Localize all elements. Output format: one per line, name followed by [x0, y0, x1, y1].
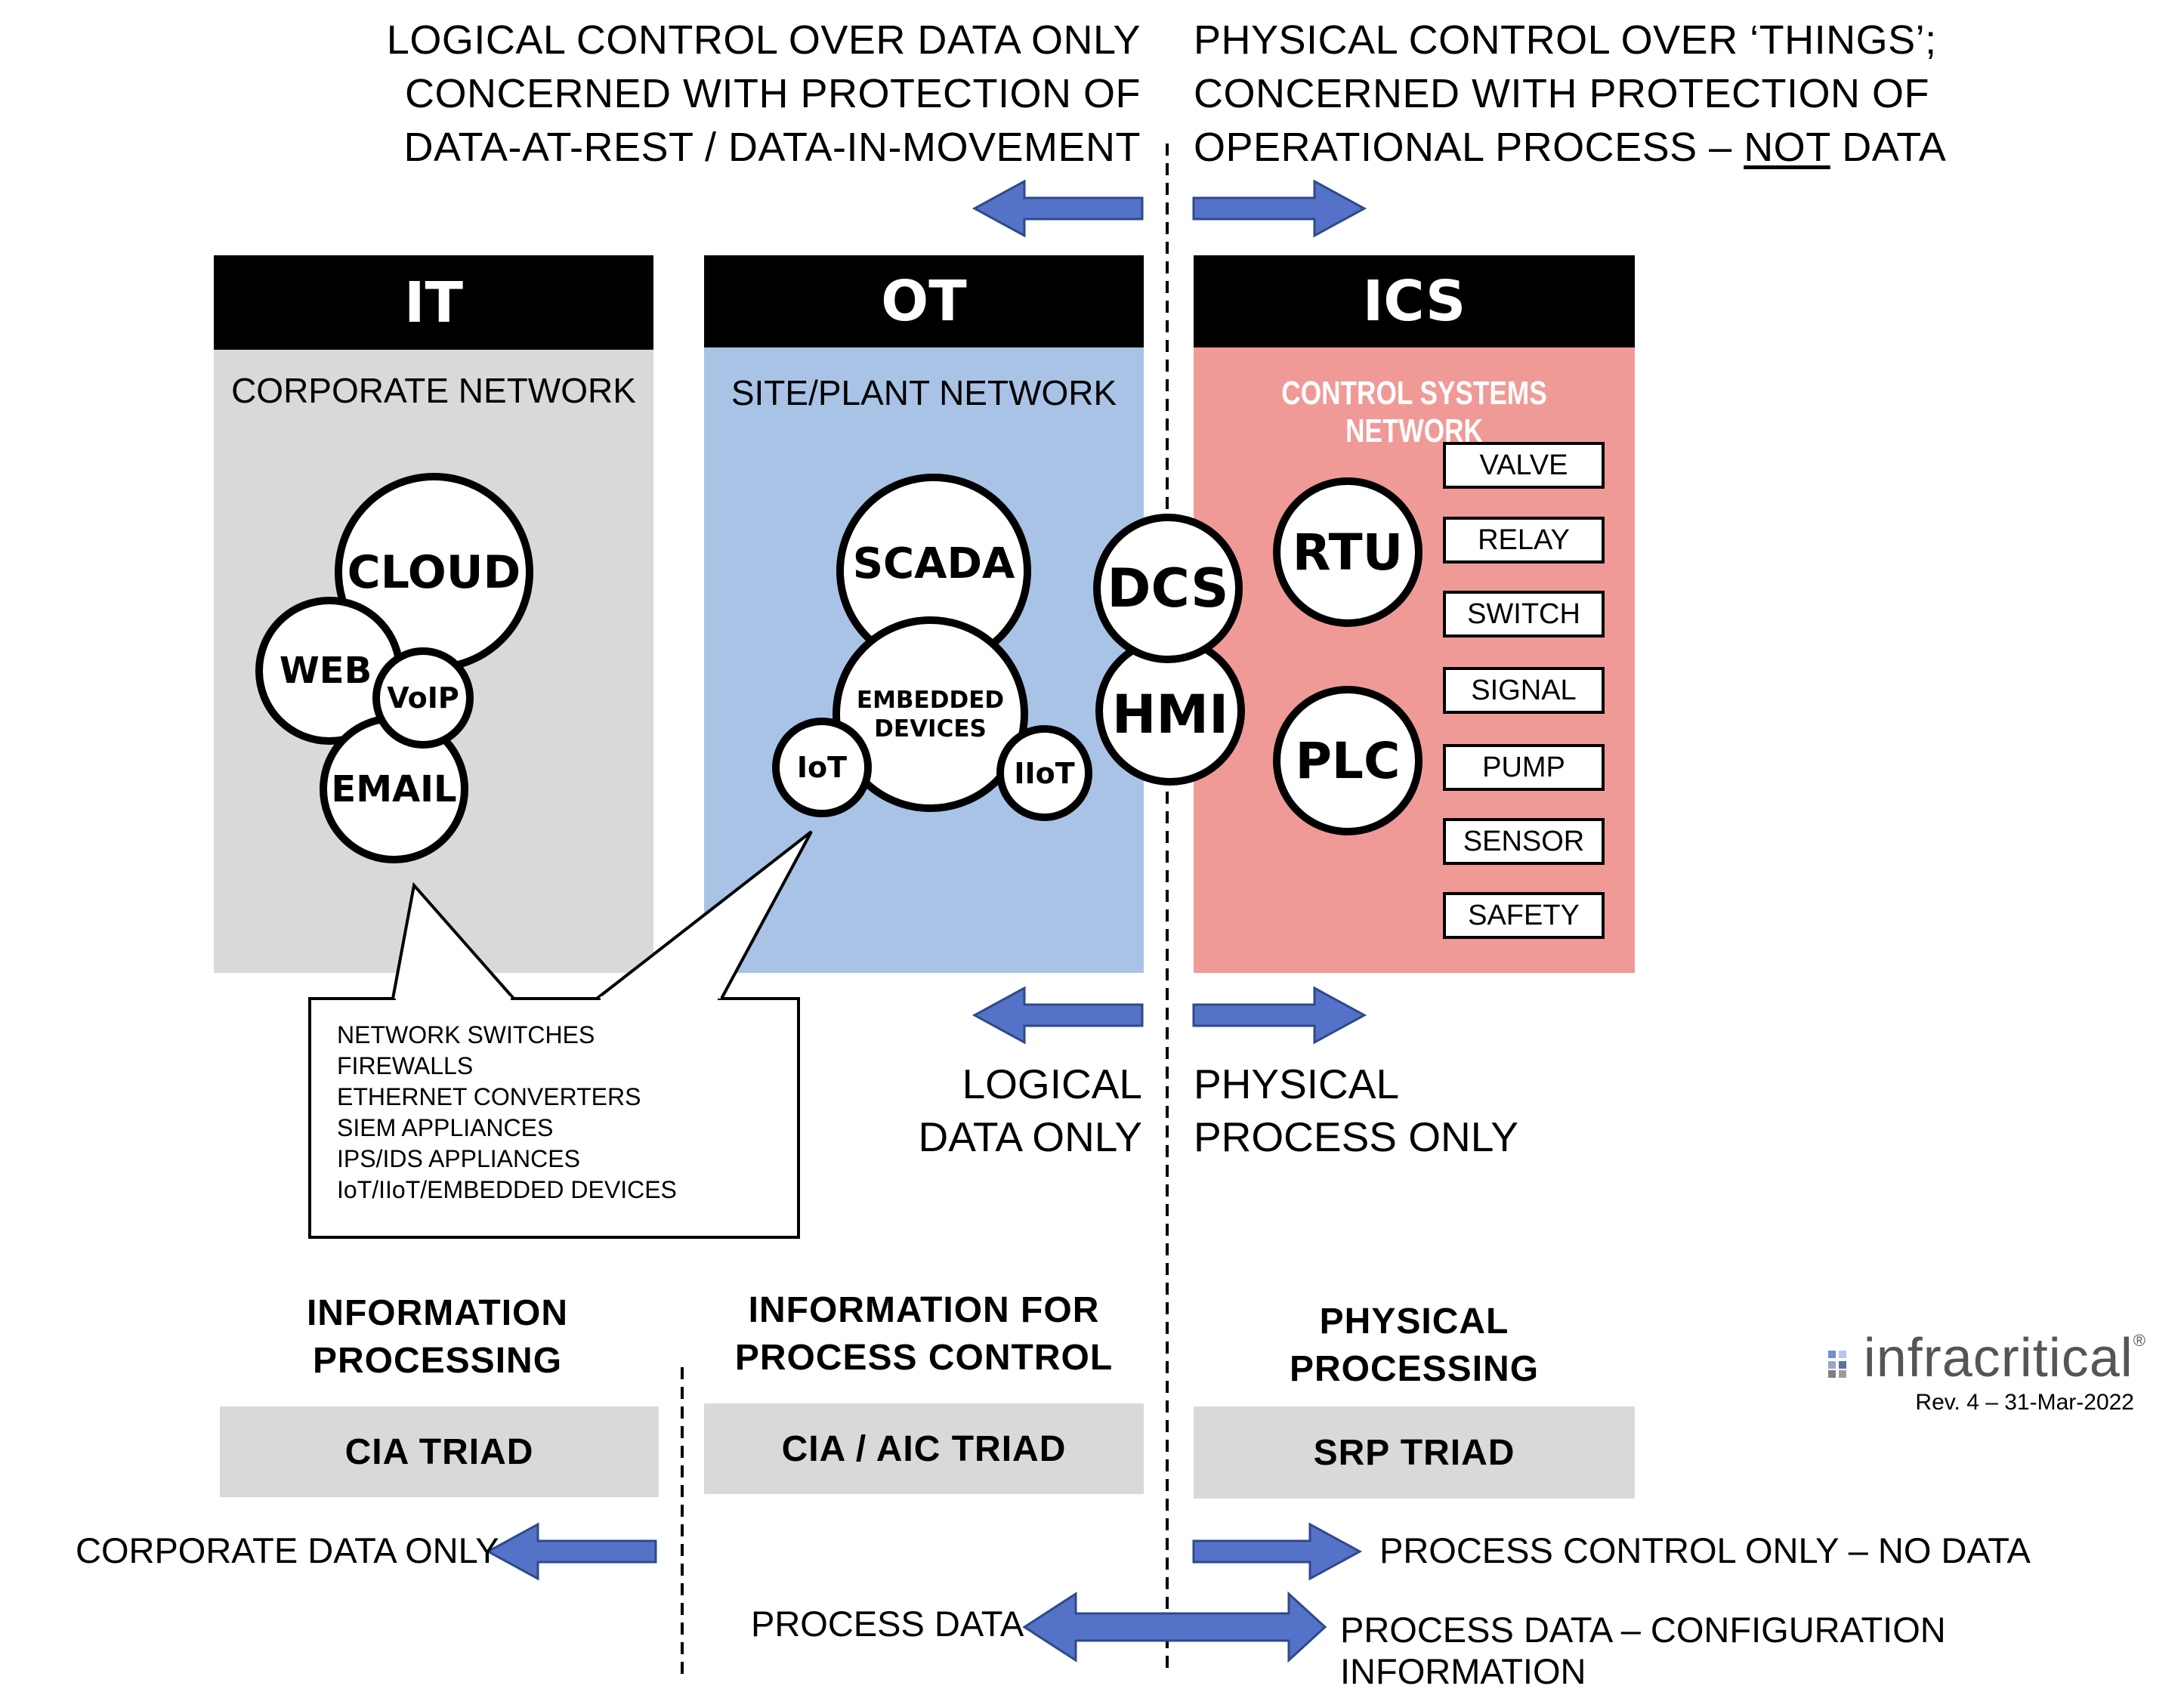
callout-item: IoT/IIoT/EMBEDDED DEVICES	[337, 1176, 677, 1203]
callout-item: FIREWALLS	[337, 1052, 474, 1079]
mid-right-line: PROCESS ONLY	[1194, 1113, 1518, 1160]
hmi-label: HMI	[1111, 684, 1229, 746]
ics-panel-title: ICS	[1194, 255, 1635, 347]
ics-item-label: VALVE	[1479, 449, 1568, 481]
logo-registered-mark: ®	[2133, 1331, 2145, 1350]
ics-item-relay: RELAY	[1443, 517, 1605, 563]
it-panel-title: IT	[214, 255, 653, 350]
header-right-line: CONCERNED WITH PROTECTION OF	[1194, 71, 1929, 116]
logo-text: infracritical	[1863, 1328, 2133, 1388]
ics-section-title: PHYSICAL PROCESSING	[1194, 1298, 1635, 1393]
ics-item-label: SWITCH	[1467, 597, 1580, 630]
ot-panel-subtitle: SITE/PLANT NETWORK	[731, 373, 1117, 412]
section-title-line: INFORMATION	[306, 1293, 569, 1333]
embedded-devices-node: EMBEDDED DEVICES	[833, 616, 1028, 812]
ics-item-pump: PUMP	[1443, 744, 1605, 791]
dcs-label: DCS	[1107, 557, 1229, 619]
header-right-line3-underlined: NOT	[1744, 125, 1830, 170]
corporate-data-only-label: CORPORATE DATA ONLY	[76, 1530, 499, 1570]
ics-item-label: SAFETY	[1468, 899, 1580, 931]
email-label: EMAIL	[331, 767, 457, 810]
header-right-line: PHYSICAL CONTROL OVER ‘THINGS’;	[1194, 17, 1937, 63]
section-title-line: PHYSICAL	[1319, 1301, 1509, 1342]
right-arrow-icon	[1192, 1522, 1363, 1581]
header-left-line: LOGICAL CONTROL OVER DATA ONLY	[386, 17, 1141, 63]
section-title-line: INFORMATION FOR	[748, 1290, 1100, 1330]
header-right-text: PHYSICAL CONTROL OVER ‘THINGS’; CONCERNE…	[1194, 14, 2025, 174]
process-control-only-label: PROCESS CONTROL ONLY – NO DATA	[1379, 1530, 2031, 1570]
section-title-line: PROCESS CONTROL	[734, 1338, 1114, 1378]
physical-process-only-label: PHYSICAL PROCESS ONLY	[1194, 1058, 1647, 1163]
ics-item-label: SENSOR	[1463, 825, 1585, 857]
web-label: WEB	[279, 650, 372, 692]
header-left-line: CONCERNED WITH PROTECTION OF	[405, 71, 1141, 116]
process-data-config-label: PROCESS DATA – CONFIGURATION INFORMATION	[1340, 1610, 1946, 1691]
ot-panel-title: OT	[704, 255, 1144, 347]
cia-triad-box: CIA TRIAD	[220, 1406, 659, 1497]
rtu-label: RTU	[1292, 523, 1404, 582]
ics-item-safety: SAFETY	[1443, 892, 1605, 939]
dcs-node: DCS	[1093, 514, 1243, 663]
plc-label: PLC	[1295, 731, 1401, 790]
process-data-label: PROCESS DATA	[751, 1604, 1024, 1644]
section-title-line: PROCESSING	[1289, 1349, 1540, 1389]
ics-item-switch: SWITCH	[1443, 591, 1605, 638]
callout-item: IPS/IDS APPLIANCES	[337, 1145, 580, 1172]
infracritical-logo: infracritical ® Rev. 4 – 31-Mar-2022	[1828, 1331, 2145, 1416]
it-panel-subtitle: CORPORATE NETWORK	[231, 371, 636, 410]
ics-item-sensor: SENSOR	[1443, 818, 1605, 865]
cia-aic-triad-box: CIA / AIC TRIAD	[704, 1403, 1144, 1494]
header-right-line3-pre: OPERATIONAL PROCESS –	[1194, 125, 1744, 170]
mid-left-line: DATA ONLY	[918, 1113, 1142, 1160]
callout-list: NETWORK SWITCHES FIREWALLS ETHERNET CONV…	[337, 1020, 677, 1206]
double-arrow-icon	[1022, 1591, 1327, 1663]
ics-item-label: PUMP	[1482, 751, 1565, 783]
right-arrow-icon	[1192, 986, 1367, 1045]
ics-item-label: RELAY	[1478, 523, 1570, 556]
logo-dots-icon	[1828, 1351, 1846, 1378]
logical-data-only-label: LOGICAL DATA ONLY	[831, 1058, 1142, 1163]
ics-item-label: SIGNAL	[1471, 674, 1577, 706]
scada-label: SCADA	[852, 539, 1015, 588]
callout-item: ETHERNET CONVERTERS	[337, 1083, 641, 1110]
ics-item-valve: VALVE	[1443, 442, 1605, 489]
header-right-line: OPERATIONAL PROCESS – NOT DATA	[1194, 121, 2025, 174]
callout-item: NETWORK SWITCHES	[337, 1021, 595, 1048]
mid-left-line: LOGICAL	[962, 1061, 1142, 1107]
cloud-label: CLOUD	[347, 545, 521, 599]
srp-triad-box: SRP TRIAD	[1194, 1406, 1635, 1499]
section-title-line: PROCESSING	[312, 1341, 563, 1381]
left-arrow-icon	[972, 179, 1144, 238]
header-right-line3-post: DATA	[1830, 125, 1947, 170]
it-section-title: INFORMATION PROCESSING	[214, 1289, 661, 1385]
callout-item: SIEM APPLIANCES	[337, 1114, 554, 1141]
left-arrow-icon	[972, 986, 1144, 1045]
rtu-node: RTU	[1273, 477, 1423, 627]
right-arrow-icon	[1192, 179, 1367, 238]
header-left-text: LOGICAL CONTROL OVER DATA ONLY CONCERNED…	[302, 14, 1141, 174]
iot-label: IoT	[796, 751, 848, 784]
left-arrow-icon	[485, 1522, 657, 1581]
revision-label: Rev. 4 – 31-Mar-2022	[1915, 1390, 2134, 1415]
iiot-node: IIoT	[996, 725, 1092, 821]
plc-node: PLC	[1273, 686, 1423, 835]
header-left-line: DATA-AT-REST / DATA-IN-MOVEMENT	[403, 125, 1141, 170]
ot-section-title: INFORMATION FOR PROCESS CONTROL	[704, 1286, 1144, 1382]
ics-item-signal: SIGNAL	[1443, 667, 1605, 714]
embedded-devices-label: EMBEDDED DEVICES	[856, 686, 1005, 743]
iot-node: IoT	[772, 718, 872, 817]
voip-node: VoIP	[372, 647, 474, 749]
iiot-label: IIoT	[1014, 756, 1075, 790]
mid-right-line: PHYSICAL	[1194, 1061, 1400, 1107]
logo-wordmark: infracritical ®	[1828, 1331, 2145, 1385]
voip-label: VoIP	[387, 681, 459, 715]
